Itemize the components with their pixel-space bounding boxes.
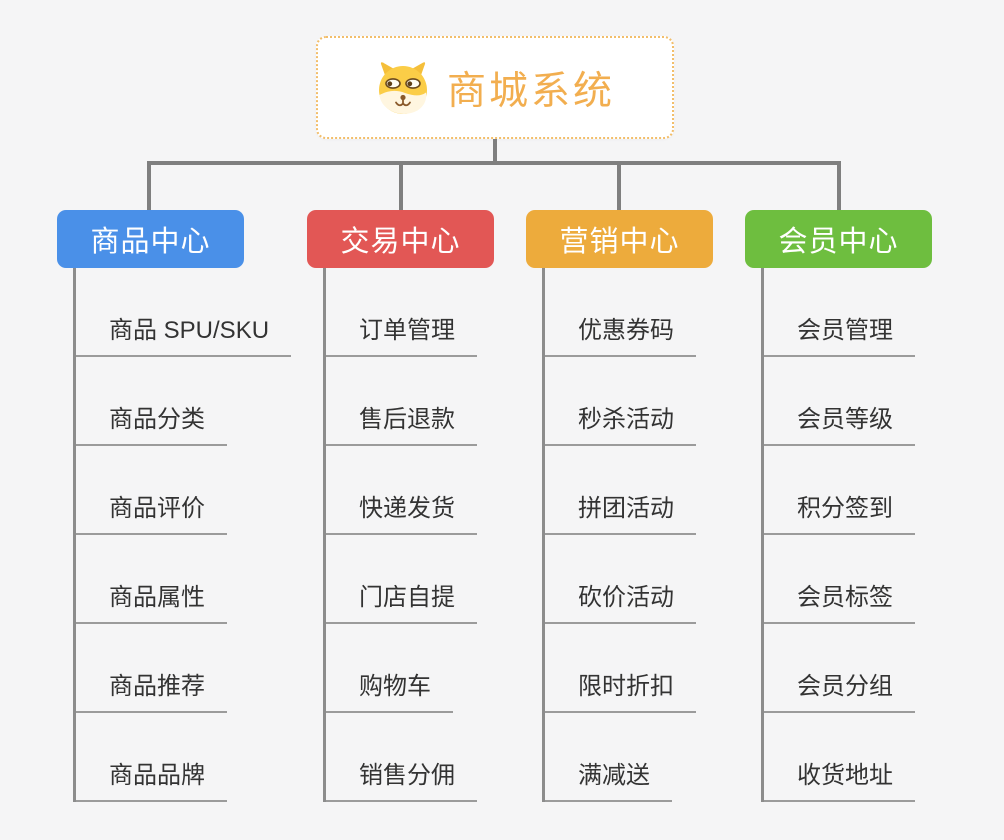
child-row: 满减送: [545, 713, 776, 802]
doge-icon: [378, 61, 427, 114]
child-item-shopping-cart[interactable]: 购物车: [326, 672, 453, 713]
child-row: 会员分组: [764, 624, 995, 713]
child-row: 商品 SPU/SKU: [76, 268, 307, 357]
child-row: 售后退款: [326, 357, 557, 446]
child-item-express-delivery[interactable]: 快递发货: [326, 494, 477, 535]
child-item-full-reduction[interactable]: 满减送: [545, 761, 672, 802]
child-row: 门店自提: [326, 535, 557, 624]
child-item-order-management[interactable]: 订单管理: [326, 316, 477, 357]
child-item-points-checkin[interactable]: 积分签到: [764, 494, 915, 535]
child-item-after-sale-refund[interactable]: 售后退款: [326, 405, 477, 446]
branch-product-center: 商品中心 商品 SPU/SKU 商品分类 商品评价 商品属性 商品推荐 商品品牌: [57, 210, 307, 802]
child-item-sales-commission[interactable]: 销售分佣: [326, 761, 477, 802]
branch-children-trade: 订单管理 售后退款 快递发货 门店自提 购物车 销售分佣: [323, 268, 557, 802]
child-row: 积分签到: [764, 446, 995, 535]
child-item-member-management[interactable]: 会员管理: [764, 316, 915, 357]
connector-root-stub: [493, 139, 497, 163]
child-row: 限时折扣: [545, 624, 776, 713]
child-item-product-brand[interactable]: 商品品牌: [76, 761, 227, 802]
child-item-member-group[interactable]: 会员分组: [764, 672, 915, 713]
child-row: 购物车: [326, 624, 557, 713]
child-row: 会员标签: [764, 535, 995, 624]
child-row: 商品评价: [76, 446, 307, 535]
child-row: 商品品牌: [76, 713, 307, 802]
child-row: 订单管理: [326, 268, 557, 357]
connector-stub-product: [147, 163, 151, 210]
branch-node-member-center[interactable]: 会员中心: [745, 210, 932, 268]
child-row: 商品分类: [76, 357, 307, 446]
child-row: 销售分佣: [326, 713, 557, 802]
branch-children-marketing: 优惠券码 秒杀活动 拼团活动 砍价活动 限时折扣 满减送: [542, 268, 776, 802]
child-item-product-category[interactable]: 商品分类: [76, 405, 227, 446]
child-item-product-attribute[interactable]: 商品属性: [76, 583, 227, 624]
branch-member-center: 会员中心 会员管理 会员等级 积分签到 会员标签 会员分组 收货地址: [745, 210, 995, 802]
child-row: 砍价活动: [545, 535, 776, 624]
branch-node-product-center[interactable]: 商品中心: [57, 210, 244, 268]
branch-children-product: 商品 SPU/SKU 商品分类 商品评价 商品属性 商品推荐 商品品牌: [73, 268, 307, 802]
branch-children-member: 会员管理 会员等级 积分签到 会员标签 会员分组 收货地址: [761, 268, 995, 802]
connector-stub-member: [837, 163, 841, 210]
child-item-bargain-activity[interactable]: 砍价活动: [545, 583, 696, 624]
child-row: 拼团活动: [545, 446, 776, 535]
child-item-product-review[interactable]: 商品评价: [76, 494, 227, 535]
child-item-store-pickup[interactable]: 门店自提: [326, 583, 477, 624]
child-item-shipping-address[interactable]: 收货地址: [764, 761, 915, 802]
connector-bus-line: [147, 161, 841, 165]
branch-node-trade-center[interactable]: 交易中心: [307, 210, 494, 268]
branch-node-marketing-center[interactable]: 营销中心: [526, 210, 713, 268]
connector-stub-marketing: [617, 163, 621, 210]
child-item-limited-time-discount[interactable]: 限时折扣: [545, 672, 696, 713]
branch-marketing-center: 营销中心 优惠券码 秒杀活动 拼团活动 砍价活动 限时折扣 满减送: [526, 210, 776, 802]
child-row: 商品推荐: [76, 624, 307, 713]
child-item-member-level[interactable]: 会员等级: [764, 405, 915, 446]
root-title: 商城系统: [446, 69, 615, 113]
child-row: 快递发货: [326, 446, 557, 535]
child-item-flash-sale[interactable]: 秒杀活动: [545, 405, 696, 446]
child-item-member-tag[interactable]: 会员标签: [764, 583, 915, 624]
child-row: 会员等级: [764, 357, 995, 446]
root-node[interactable]: 商城系统: [316, 36, 674, 139]
child-item-group-buy[interactable]: 拼团活动: [545, 494, 696, 535]
child-item-spu-sku[interactable]: 商品 SPU/SKU: [76, 316, 292, 357]
child-row: 收货地址: [764, 713, 995, 802]
child-row: 优惠券码: [545, 268, 776, 357]
child-row: 秒杀活动: [545, 357, 776, 446]
child-item-product-recommend[interactable]: 商品推荐: [76, 672, 227, 713]
child-item-coupon-code[interactable]: 优惠券码: [545, 316, 696, 357]
connector-stub-trade: [399, 163, 403, 210]
child-row: 商品属性: [76, 535, 307, 624]
branch-trade-center: 交易中心 订单管理 售后退款 快递发货 门店自提 购物车 销售分佣: [307, 210, 557, 802]
child-row: 会员管理: [764, 268, 995, 357]
